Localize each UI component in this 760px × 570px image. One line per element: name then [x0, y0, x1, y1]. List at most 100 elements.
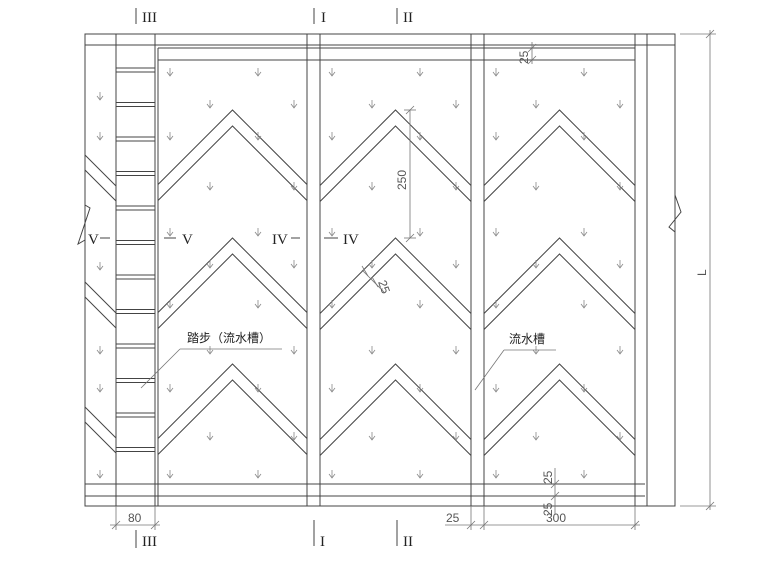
dim-right-L: L [695, 269, 709, 276]
flow-arrow-icon [166, 132, 174, 141]
flow-arrow-icon [452, 100, 460, 109]
flow-arrow-icon [166, 470, 174, 479]
dim-tick [550, 479, 560, 489]
flow-arrow-icon [416, 384, 424, 393]
flow-arrow-icon [416, 228, 424, 237]
flow-arrow-icon [166, 228, 174, 237]
flow-arrow-icon [96, 92, 104, 101]
chevron-drain [319, 109, 472, 186]
flow-arrow-icon [96, 346, 104, 355]
flow-arrow-icon [254, 68, 262, 77]
flow-arrow-icon [368, 346, 376, 355]
chevron-drain [319, 379, 472, 456]
dim-chevron-250: 250 [395, 170, 409, 190]
flow-arrow-icon [452, 432, 460, 441]
dim-top-25: 25 [517, 50, 531, 64]
flow-arrow-icon [328, 228, 336, 237]
chevron-drains [157, 109, 636, 456]
chevron-drain [319, 363, 472, 440]
dim-tick [550, 491, 560, 501]
dim-tick [405, 105, 415, 115]
section-mark-III-top: III [142, 10, 157, 26]
flow-arrow-icon [96, 470, 104, 479]
leader-line [474, 349, 505, 391]
flow-arrow-icon [328, 132, 336, 141]
dim-bottom-25-vertical-2: 25 [541, 502, 555, 516]
chevron-drain [483, 379, 636, 456]
flow-arrow-icon [254, 300, 262, 309]
flow-arrow-icon [616, 346, 624, 355]
chevron-drain [157, 125, 308, 201]
break-mark-right [668, 194, 682, 233]
flow-arrow-icon [368, 100, 376, 109]
flow-arrow-icon [532, 432, 540, 441]
flow-arrow-icon [96, 384, 104, 393]
flow-arrow-icon [328, 300, 336, 309]
flow-arrow-icon [416, 132, 424, 141]
flow-arrow-icon [580, 228, 588, 237]
flow-arrow-icon [166, 300, 174, 309]
flow-arrow-icon [328, 384, 336, 393]
flow-arrow-icon [580, 384, 588, 393]
flow-arrow-icon [532, 182, 540, 191]
flow-arrow-icon [254, 384, 262, 393]
flow-arrow-icon [616, 432, 624, 441]
chevron-drain [319, 237, 472, 314]
leader-line [140, 348, 181, 389]
flow-arrow-icon [492, 68, 500, 77]
dim-line [361, 269, 385, 293]
flow-arrow-icon [492, 384, 500, 393]
flow-arrow-icon [532, 100, 540, 109]
flow-arrow-icon [328, 470, 336, 479]
chevron-drain [483, 109, 636, 186]
flow-arrow-icon [254, 470, 262, 479]
outer-frame [84, 33, 676, 507]
dim-bottom-300: 300 [546, 511, 566, 525]
dim-tick [466, 520, 476, 530]
flow-arrow-icon [492, 132, 500, 141]
label-steps: 踏步（流水槽） [187, 331, 271, 345]
chevron-drain [483, 125, 636, 202]
section-mark-V-right: V [182, 232, 193, 248]
flow-arrow-icon [206, 182, 214, 191]
section-mark-IV-left: IV [272, 232, 288, 248]
left-partial-chevrons [84, 154, 117, 454]
flow-arrow-icon [290, 260, 298, 269]
section-mark-I-top: I [321, 10, 326, 26]
flow-arrow-icon [580, 68, 588, 77]
dim-tick [361, 265, 369, 277]
flow-arrow-icon [368, 432, 376, 441]
flow-arrow-icon [580, 470, 588, 479]
chevron-drain [157, 237, 308, 313]
flow-arrow-icon [580, 300, 588, 309]
dim-tick [405, 233, 415, 243]
flow-arrow-icon [616, 182, 624, 191]
flow-arrow-icon [452, 260, 460, 269]
flow-arrow-icon [290, 346, 298, 355]
flow-arrow-icon [206, 346, 214, 355]
flow-arrow-icon [452, 346, 460, 355]
dim-bottom-80: 80 [128, 511, 142, 525]
section-mark-III-bottom: III [142, 534, 157, 550]
flow-arrow-icon [254, 228, 262, 237]
dim-bottom-25-vertical-1: 25 [541, 470, 555, 484]
flow-arrow-icon [328, 68, 336, 77]
flow-arrow-icon [368, 260, 376, 269]
dim-bottom-25: 25 [446, 511, 460, 525]
flow-arrow-icon [492, 470, 500, 479]
flow-arrow-icon [492, 228, 500, 237]
section-mark-IV-right: IV [343, 232, 359, 248]
flow-arrow-icon [206, 260, 214, 269]
section-mark-V-left: V [88, 232, 99, 248]
chevron-drain [319, 125, 472, 202]
dim-tick [705, 501, 715, 511]
flow-arrow-icon [416, 470, 424, 479]
dim-tick [705, 29, 715, 39]
flow-arrow-icon [416, 300, 424, 309]
dim-tick [527, 55, 537, 65]
flow-arrow-icon [580, 132, 588, 141]
chevron-drain [483, 363, 636, 440]
chevron-drain [157, 379, 308, 455]
flow-arrow-icon [368, 182, 376, 191]
